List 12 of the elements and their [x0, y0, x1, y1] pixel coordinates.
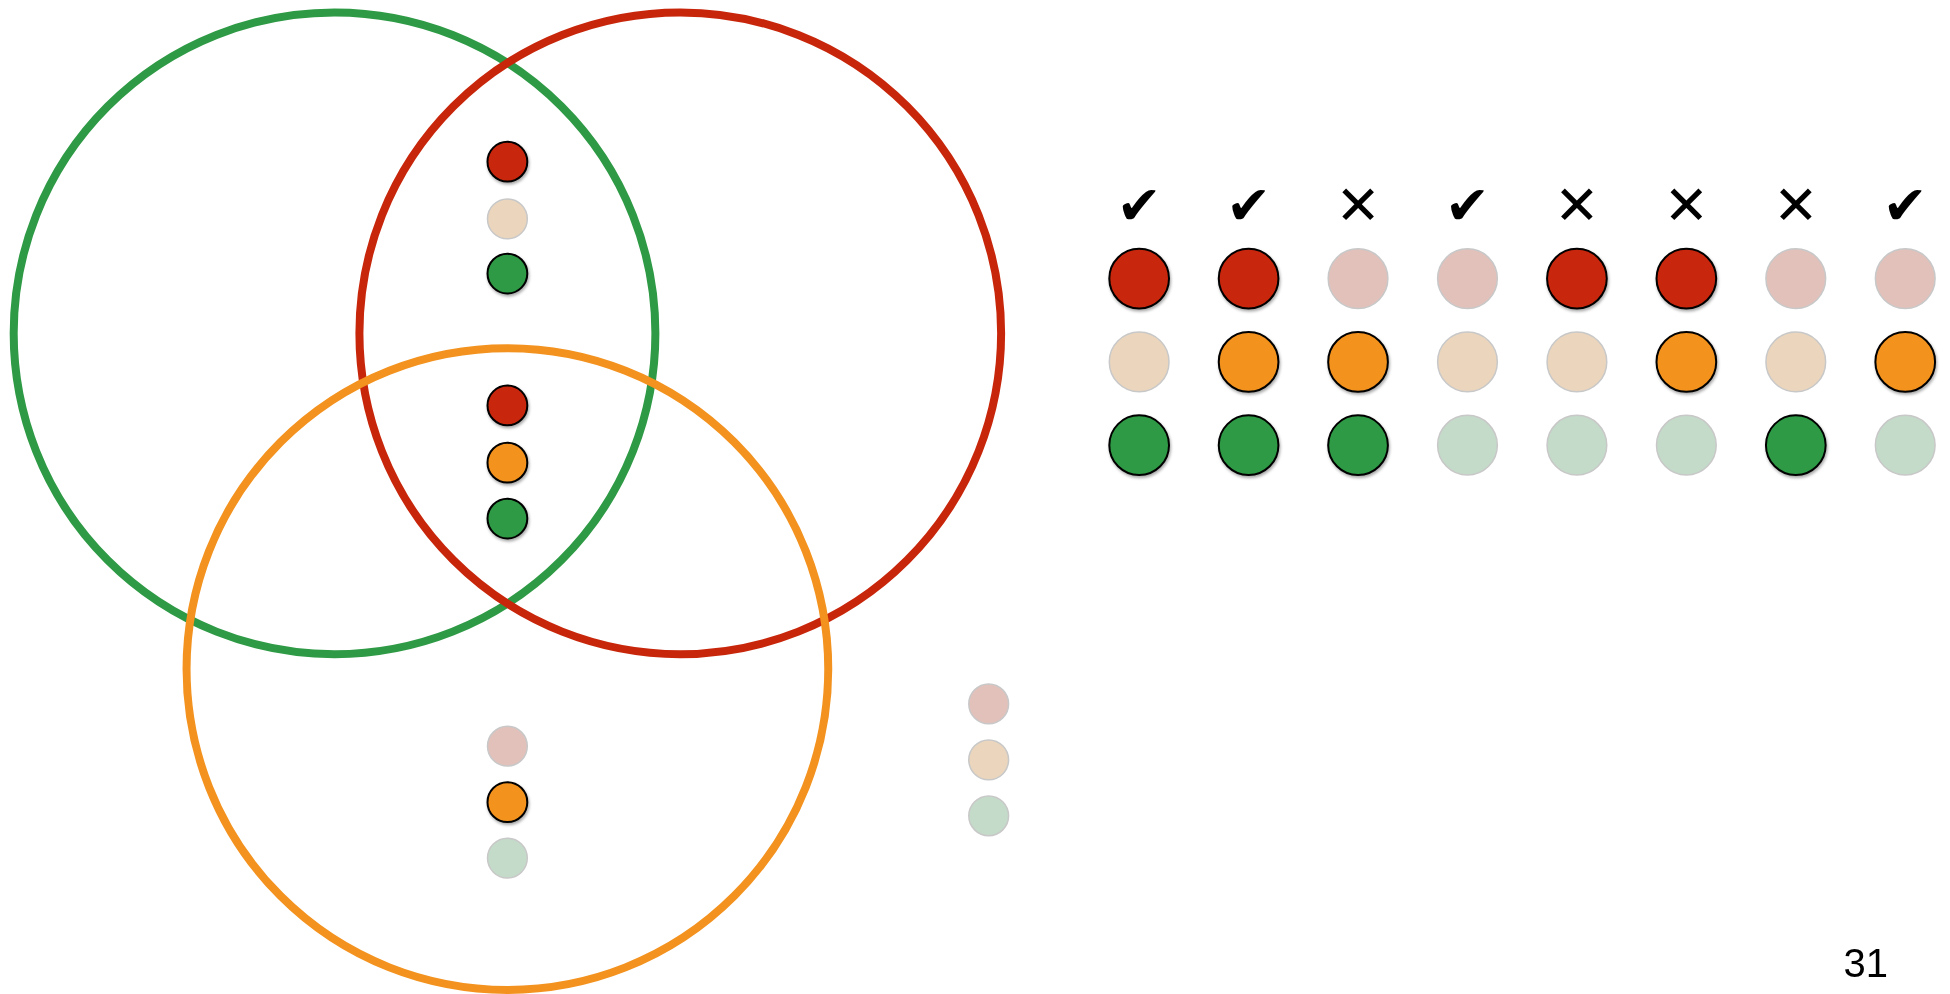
check-mark: ✔: [1443, 176, 1492, 237]
check-mark: ✔: [1881, 176, 1929, 237]
venn-circle: [355, 8, 1006, 659]
venn-circle: [182, 344, 833, 994]
check-mark: ✔: [1224, 176, 1273, 237]
cross-mark: ✕: [1662, 176, 1710, 237]
venn-circle: [9, 8, 660, 659]
page-number: 31: [1843, 940, 1888, 986]
check-mark: ✔: [1115, 176, 1163, 237]
cross-mark: ✕: [1772, 176, 1820, 237]
cross-mark: ✕: [1334, 176, 1382, 237]
cross-mark: ✕: [1553, 176, 1601, 237]
